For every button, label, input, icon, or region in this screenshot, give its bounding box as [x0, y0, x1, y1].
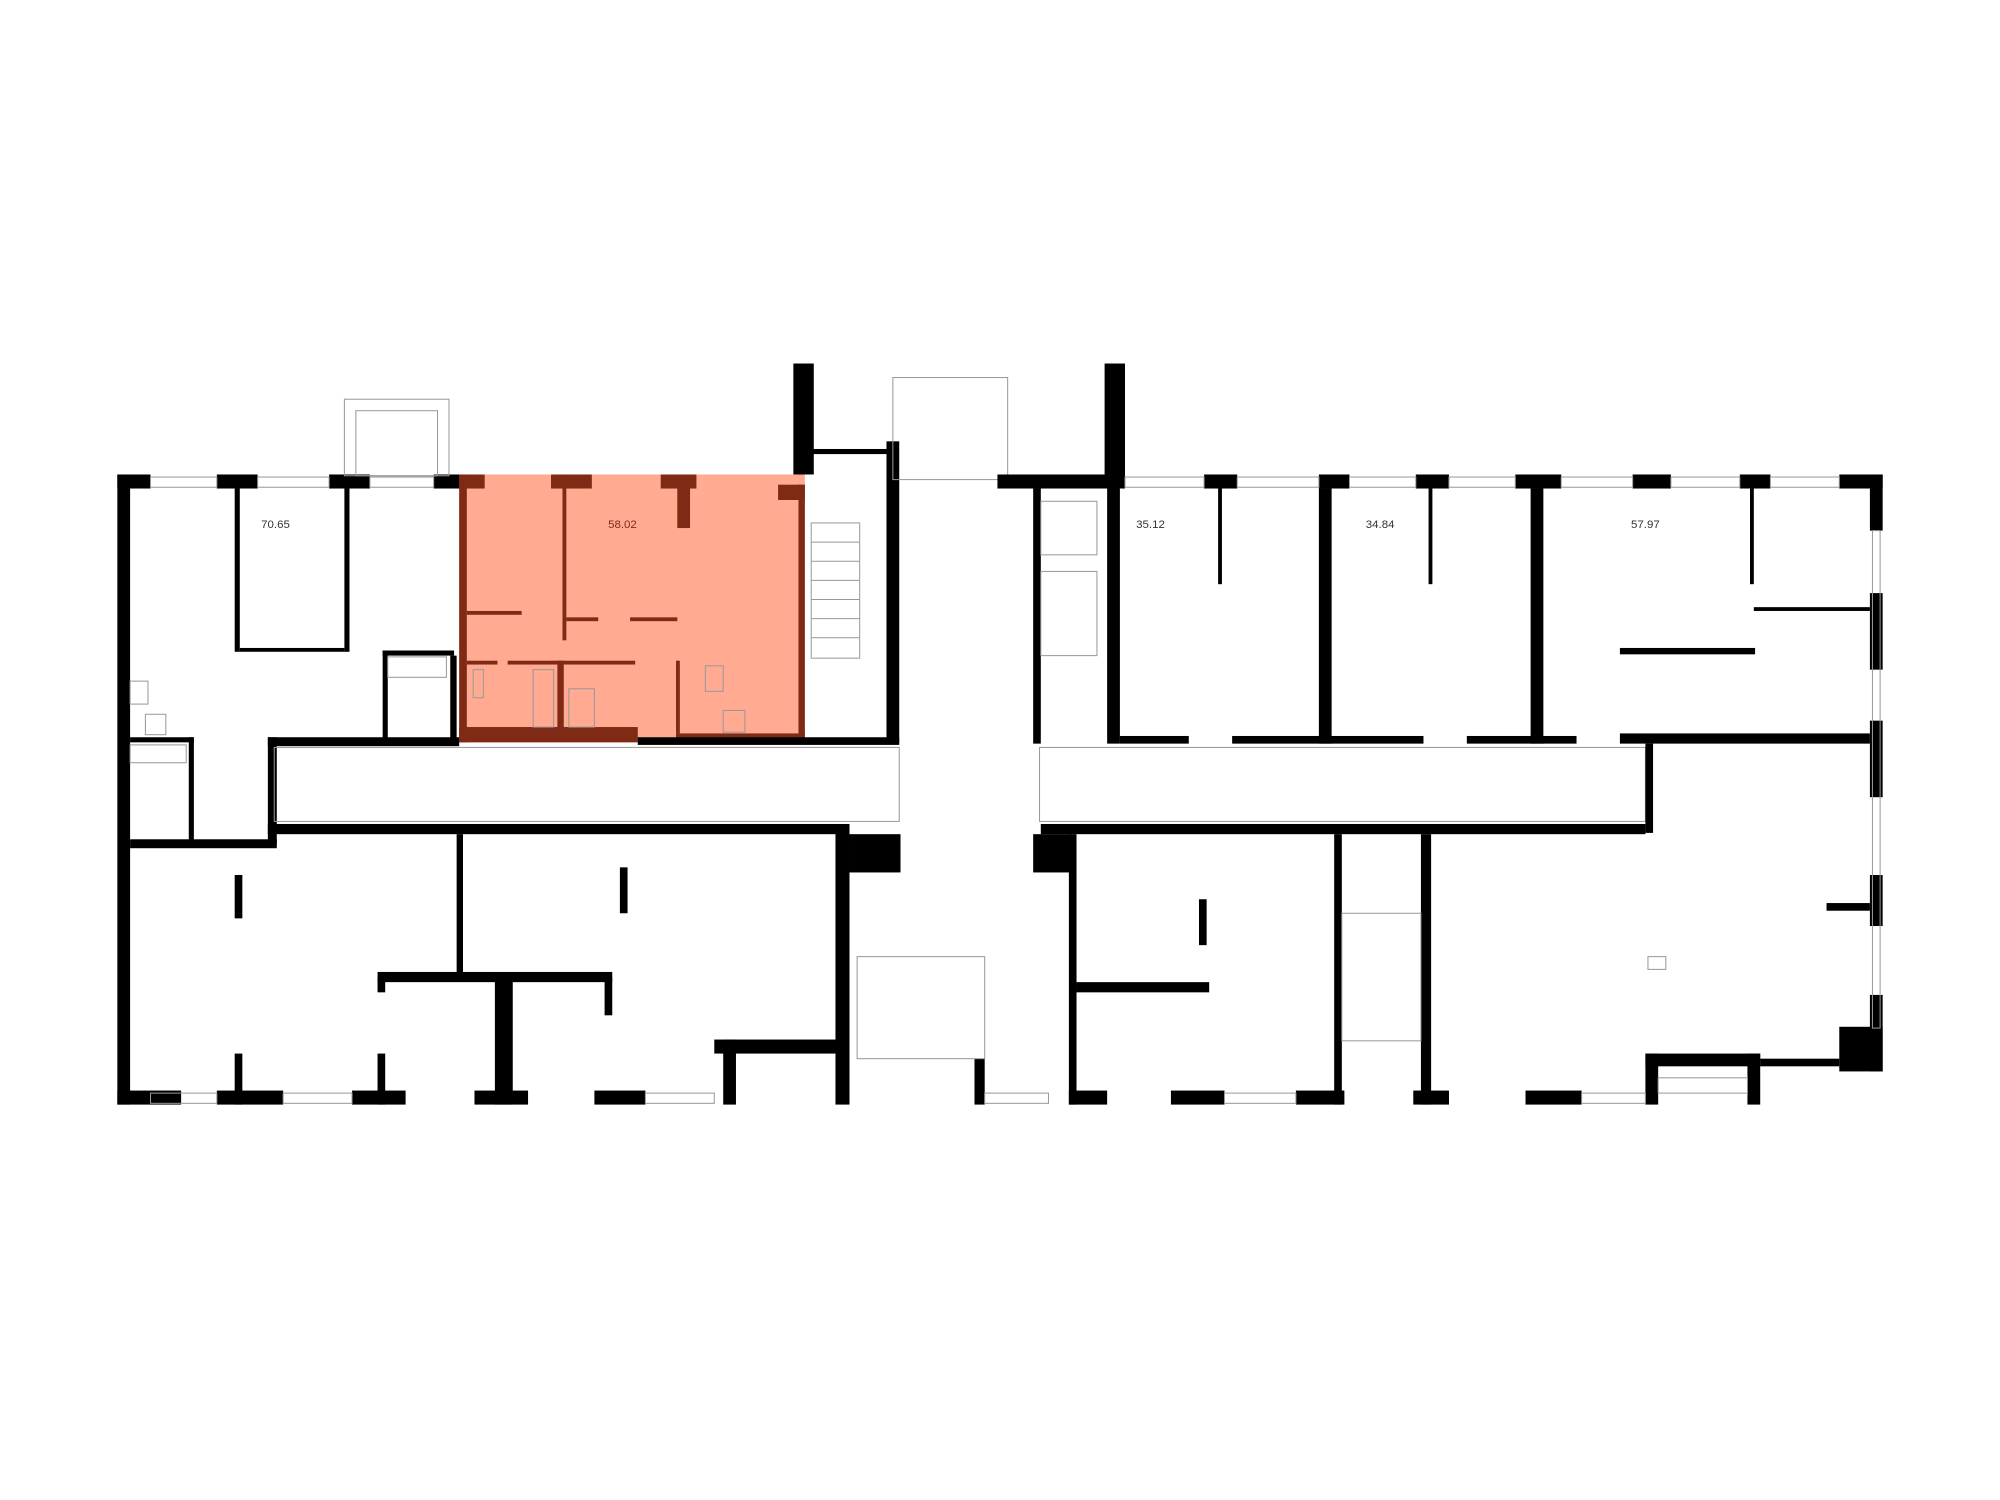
right-wing: 35.12 34.84 57.97: [997, 474, 1883, 1105]
apartment-58-02[interactable]: 58.02: [459, 474, 805, 743]
apartment-area-label: 57.97: [1631, 519, 1660, 531]
apartment-area-label: 58.02: [608, 519, 637, 531]
apartment-area-label: 34.84: [1366, 519, 1395, 531]
apartment-area-label: 35.12: [1136, 519, 1165, 531]
core: [273, 363, 1646, 1105]
apartment-area-label: 70.65: [261, 519, 290, 531]
left-wing: 70.65: [117, 398, 900, 1105]
